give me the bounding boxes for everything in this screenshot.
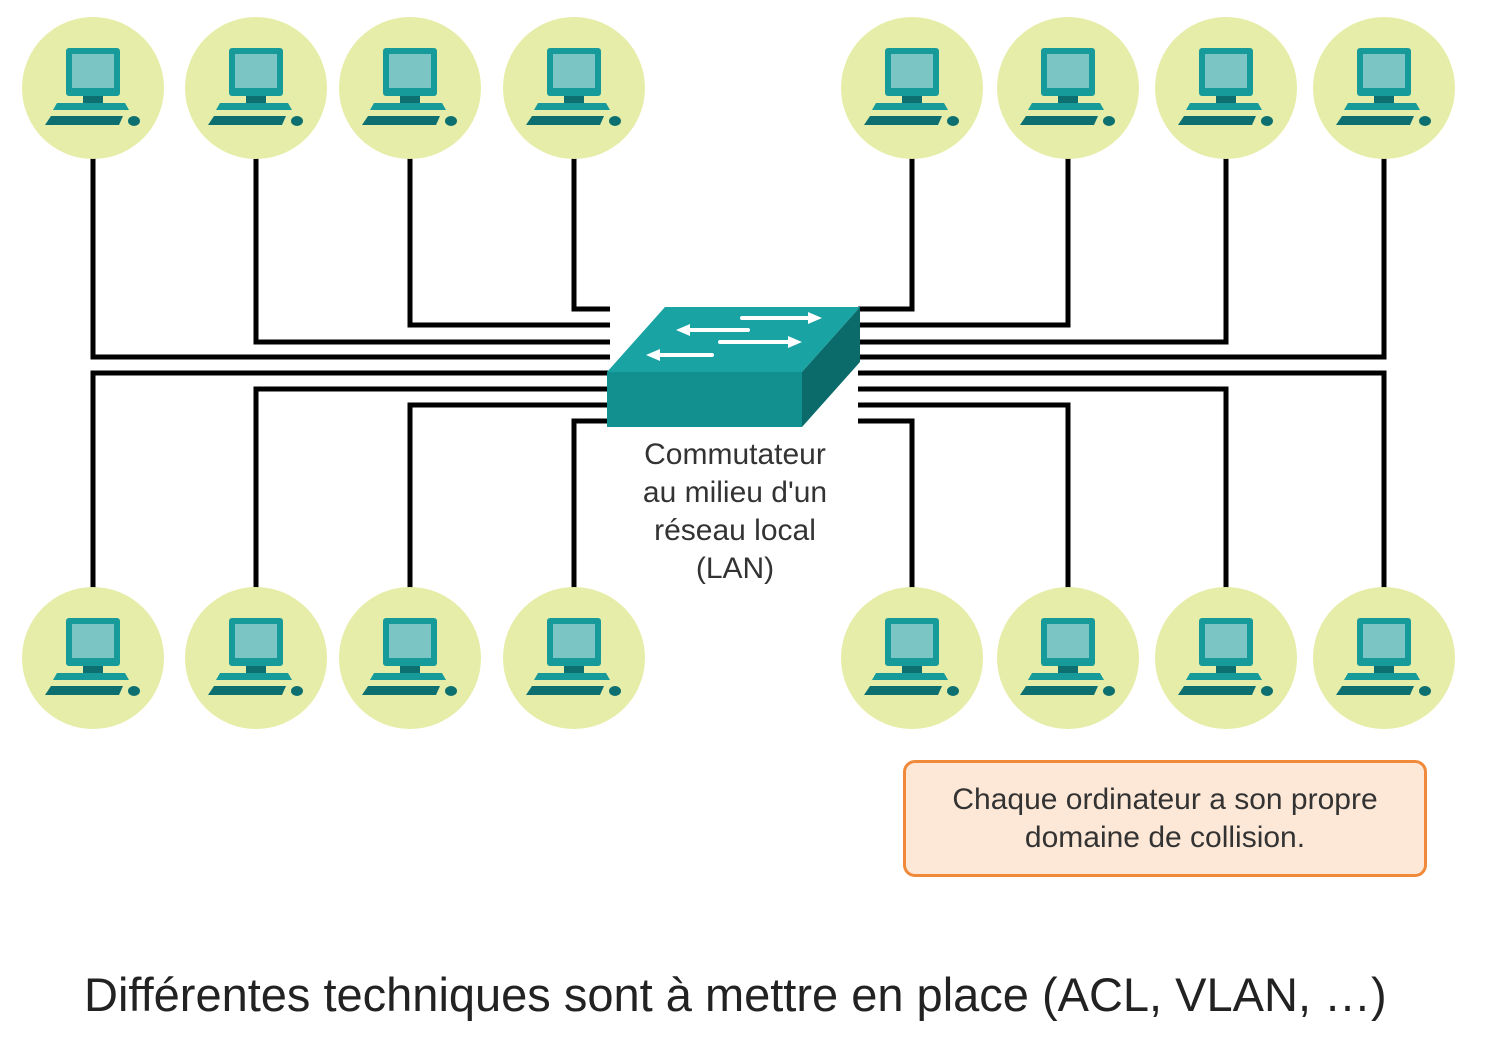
desktop-computer-icon (1178, 48, 1273, 126)
cable-bottom (90, 370, 610, 618)
cable-bottom (571, 418, 610, 618)
slide-caption: Différentes techniques sont à mettre en … (84, 968, 1387, 1021)
cable-top (253, 128, 610, 345)
callout-line: domaine de collision. (1024, 820, 1306, 854)
cable-top (571, 128, 610, 312)
cable-top (407, 128, 610, 328)
computer-bottom-4 (503, 587, 645, 729)
cable-top (858, 128, 915, 312)
cable-bottom (253, 386, 610, 618)
desktop-computer-icon (1336, 48, 1431, 126)
computer-bottom-2 (185, 587, 327, 729)
cable-bottom (858, 370, 1387, 618)
computer-bottom-3 (339, 587, 481, 729)
computer-top-4 (503, 17, 645, 159)
desktop-computer-icon (1178, 618, 1273, 696)
computer-top-6 (997, 17, 1139, 159)
desktop-computer-icon (1020, 48, 1115, 126)
cable-top (858, 128, 1071, 328)
cable-bottom (858, 402, 1071, 618)
computer-top-2 (185, 17, 327, 159)
network-diagram (22, 17, 1455, 729)
computer-top-3 (339, 17, 481, 159)
desktop-computer-icon (1020, 618, 1115, 696)
computer-top-1 (22, 17, 164, 159)
collision-domain-callout: Chaque ordinateur a son propre domaine d… (903, 760, 1427, 877)
desktop-computer-icon (864, 48, 959, 126)
desktop-computer-icon (45, 618, 140, 696)
desktop-computer-icon (362, 618, 457, 696)
computer-bottom-1 (22, 587, 164, 729)
switch-label-line: au milieu d'un (642, 476, 828, 509)
desktop-computer-icon (1336, 618, 1431, 696)
switch-label-line: Commutateur (644, 438, 826, 471)
switch-label-line: (LAN) (695, 552, 775, 585)
computer-top-8 (1313, 17, 1455, 159)
computer-bottom-6 (997, 587, 1139, 729)
desktop-computer-icon (362, 48, 457, 126)
desktop-computer-icon (208, 618, 303, 696)
cable-bottom (858, 386, 1229, 618)
computers (22, 17, 1455, 729)
computer-top-5 (841, 17, 983, 159)
network-switch-icon (607, 307, 860, 427)
desktop-computer-icon (526, 48, 621, 126)
desktop-computer-icon (45, 48, 140, 126)
cable-top (858, 128, 1229, 345)
desktop-computer-icon (208, 48, 303, 126)
cable-bottom (407, 402, 610, 618)
computer-bottom-8 (1313, 587, 1455, 729)
switch-label: Commutateur au milieu d'un réseau local … (585, 436, 885, 588)
cable-top (858, 128, 1387, 360)
callout-line: Chaque ordinateur a son propre (952, 782, 1378, 816)
cables (90, 128, 1387, 618)
cable-top (90, 128, 610, 360)
cable-bottom (858, 418, 915, 618)
computer-bottom-5 (841, 587, 983, 729)
desktop-computer-icon (864, 618, 959, 696)
computer-bottom-7 (1155, 587, 1297, 729)
desktop-computer-icon (526, 618, 621, 696)
switch-label-line: réseau local (654, 514, 816, 547)
computer-top-7 (1155, 17, 1297, 159)
